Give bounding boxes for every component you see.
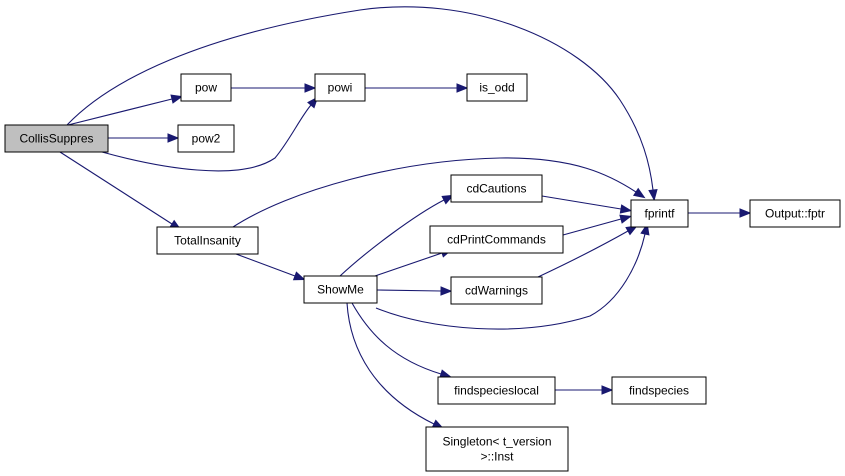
node-box (177, 124, 235, 153)
edge-cdprintcommands-to-fprintf (562, 214, 632, 236)
edge-line (537, 230, 629, 278)
node-label: fprintf (644, 207, 675, 221)
node-label: findspecies (629, 384, 689, 398)
edge-line (374, 252, 443, 277)
node-box (303, 275, 378, 304)
node-label: powi (328, 81, 353, 95)
arrowhead (167, 133, 180, 143)
node-label: cdCautions (466, 182, 526, 196)
arrowhead (619, 214, 632, 224)
node-fptr[interactable]: Output::fptr (749, 199, 841, 228)
node-box (425, 426, 569, 472)
edge-line (346, 302, 435, 425)
node-box (466, 73, 528, 102)
node-label: TotalInsanity (174, 234, 241, 248)
edge-pow-to-powi (231, 83, 317, 93)
node-box (156, 226, 259, 255)
node-label: Output::fptr (765, 207, 825, 221)
node-isodd[interactable]: is_odd (466, 73, 528, 102)
edge-showme-to-singleton (346, 302, 445, 430)
arrowhead (441, 194, 455, 205)
edge-line (66, 6, 654, 191)
node-box (4, 124, 109, 153)
node-box (180, 73, 232, 102)
edge-collis-to-fprintf (66, 6, 658, 202)
node-collis[interactable]: CollisSuppres (4, 124, 109, 153)
edge-findspecieslocal-to-findspecies (555, 385, 614, 395)
node-label: cdWarnings (465, 284, 528, 298)
node-box (450, 276, 543, 305)
arrowhead (632, 187, 646, 199)
arrowhead (170, 94, 184, 104)
node-box (749, 199, 841, 228)
edge-line (541, 195, 622, 210)
node-findspecieslocal[interactable]: findspecieslocal (437, 376, 556, 405)
arrowhead (456, 83, 469, 93)
arrowhead (440, 286, 453, 296)
arrowhead (619, 204, 633, 214)
edge-showme-to-cdwarnings (376, 286, 453, 296)
node-powi[interactable]: powi (314, 73, 366, 102)
edge-line (351, 302, 442, 375)
node-fprintf[interactable]: fprintf (630, 199, 689, 228)
node-showme[interactable]: ShowMe (303, 275, 378, 304)
edge-showme-to-cdcautions (339, 194, 455, 277)
arrowhead (648, 188, 658, 202)
node-box (429, 225, 564, 254)
edge-totalinsanity-to-fprintf (232, 157, 646, 228)
node-label: pow (195, 81, 217, 95)
edge-line (562, 218, 622, 236)
edge-collis-to-totalinsanity (59, 151, 182, 231)
edge-line (101, 104, 312, 172)
edge-line (339, 199, 445, 277)
edges-layer (59, 6, 752, 430)
arrowhead (304, 83, 317, 93)
edge-line (67, 98, 173, 126)
arrowhead (601, 385, 614, 395)
node-findspecies[interactable]: findspecies (611, 376, 707, 405)
node-label: CollisSuppres (19, 132, 93, 146)
node-label: pow2 (192, 132, 221, 146)
edge-line (376, 289, 442, 292)
node-box (437, 376, 556, 405)
node-cdcautions[interactable]: cdCautions (450, 174, 543, 203)
node-totalinsanity[interactable]: TotalInsanity (156, 226, 259, 255)
node-box (314, 73, 366, 102)
node-pow[interactable]: pow (180, 73, 232, 102)
node-label: Singleton< t_version (442, 435, 551, 449)
node-label: >::Inst (480, 450, 514, 464)
arrowhead (292, 271, 306, 281)
edge-cdcautions-to-fprintf (541, 195, 633, 214)
edge-totalinsanity-to-showme (235, 253, 306, 281)
node-box (450, 174, 543, 203)
edge-line (235, 253, 296, 277)
node-singleton[interactable]: Singleton< t_version>::Inst (425, 426, 569, 472)
node-box (611, 376, 707, 405)
edge-line (232, 157, 637, 228)
edge-line (375, 233, 646, 330)
edge-collis-to-pow (67, 94, 184, 126)
node-pow2[interactable]: pow2 (177, 124, 235, 153)
node-cdwarnings[interactable]: cdWarnings (450, 276, 543, 305)
edge-fprintf-to-fptr (688, 208, 752, 218)
node-box (630, 199, 689, 228)
edge-line (59, 151, 173, 225)
node-label: is_odd (479, 81, 514, 95)
edge-powi-to-isodd (365, 83, 469, 93)
node-label: cdPrintCommands (447, 233, 546, 247)
node-cdprintcommands[interactable]: cdPrintCommands (429, 225, 564, 254)
arrowhead (739, 208, 752, 218)
node-label: ShowMe (317, 283, 364, 297)
edge-collis-to-pow2 (108, 133, 180, 143)
node-label: findspecieslocal (454, 384, 539, 398)
